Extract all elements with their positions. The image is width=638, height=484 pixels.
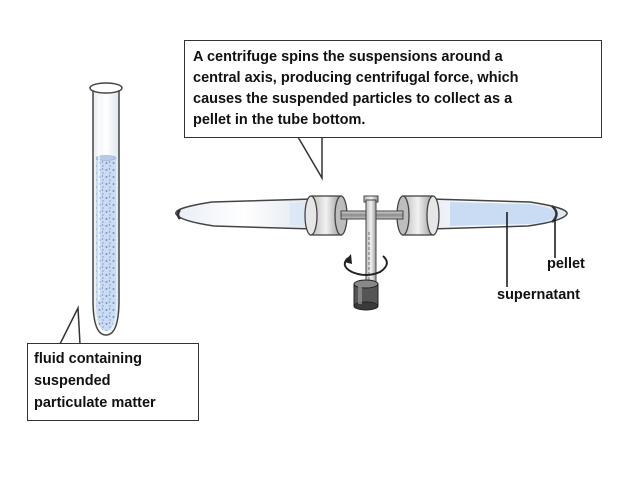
left-centrifuge-tube (175, 198, 314, 230)
suspension-fluid (96, 158, 116, 331)
top-callout-pointer (296, 136, 323, 181)
tube-contents-callout: fluid containing suspended particulate m… (27, 343, 199, 421)
supernatant-label: supernatant (497, 287, 580, 303)
right-holder (396, 195, 440, 236)
motor-base (353, 279, 379, 311)
left-pellet (176, 209, 182, 220)
supernatant-fluid (450, 202, 556, 226)
right-centrifuge-tube (430, 198, 568, 230)
test-tube (89, 82, 123, 336)
tube-rim (89, 82, 123, 94)
rotation-arrow-icon (343, 254, 388, 276)
pellet-label: pellet (547, 256, 585, 272)
right-pellet (551, 205, 558, 223)
bottom-callout-pointer (58, 305, 81, 345)
centrifuge-explanation-callout: A centrifuge spins the suspensions aroun… (184, 40, 602, 138)
